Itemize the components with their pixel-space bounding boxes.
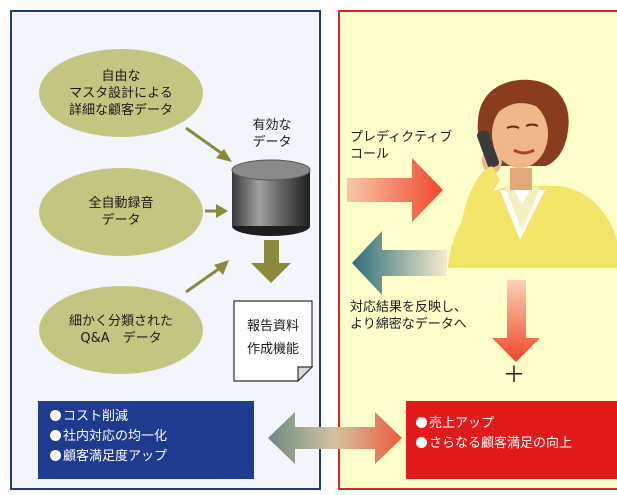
benefit-item: コスト削減 — [50, 407, 254, 427]
arrow-database-to-report — [251, 240, 291, 283]
arrow-mid-to-database — [205, 204, 228, 218]
arrow-predictive-call — [347, 158, 443, 222]
report-label-line: 報告資料 — [246, 319, 299, 334]
arrow-feedback — [352, 231, 447, 295]
arrow-bottom-to-database — [185, 260, 229, 294]
benefit-text: 売上アップ — [429, 416, 495, 431]
feedback-label-line: 対応結果を反映し、 — [350, 300, 468, 315]
bullet-icon — [50, 430, 61, 441]
benefit-text: さらなる顧客満足の向上 — [429, 436, 573, 451]
benefit-text: 顧客満足度アップ — [63, 449, 168, 464]
benefit-text: 社内対応の均一化 — [63, 429, 168, 444]
oval-detailed-customer-data: 自由な マスタ設計による 詳細な顧客データ — [39, 49, 203, 137]
feedback-label-line: より綿密なデータへ — [350, 317, 467, 332]
arrow-top-to-database — [185, 126, 232, 162]
oval-text-line: 詳細な顧客データ — [68, 102, 173, 118]
report-label-line: 作成機能 — [246, 342, 299, 357]
database-cylinder-icon — [231, 159, 311, 236]
report-label: 報告資料 作成機能 — [234, 318, 312, 358]
benefits-box-right: 売上アップ さらなる顧客満足の向上 — [406, 401, 617, 479]
oval-text-line: マスタ設計による — [69, 85, 173, 101]
arrow-right-down — [492, 280, 540, 362]
oval-text-line: データ — [101, 213, 141, 228]
benefits-box-left: コスト削減 社内対応の均一化 顧客満足度アップ — [38, 401, 254, 479]
predictive-call-label-line: プレディクティブ — [350, 130, 453, 145]
arrow-bidirectional — [268, 412, 402, 464]
predictive-call-label: プレディクティブ コール — [350, 129, 452, 163]
operator-with-headset-icon — [448, 79, 617, 268]
database-label-line: データ — [252, 135, 292, 150]
oval-qa-data: 細かく分類された Q&A データ — [39, 286, 203, 374]
report-document-icon — [233, 300, 314, 383]
predictive-call-label-line: コール — [350, 147, 390, 162]
bullet-icon — [416, 437, 427, 448]
bullet-icon — [416, 417, 427, 428]
database-label-line: 有効な — [252, 118, 292, 133]
oval-auto-recording-data: 全自動録音 データ — [39, 168, 203, 256]
benefit-item: さらなる顧客満足の向上 — [416, 434, 617, 454]
benefit-item: 顧客満足度アップ — [50, 447, 254, 467]
benefit-item: 売上アップ — [416, 414, 617, 434]
plus-sign: ＋ — [503, 363, 526, 388]
bullet-icon — [50, 450, 61, 461]
benefit-item: 社内対応の均一化 — [50, 427, 254, 447]
feedback-label: 対応結果を反映し、 より綿密なデータへ — [350, 299, 467, 333]
oval-text-line: 細かく分類された — [68, 314, 173, 329]
oval-text-line: 自由な — [101, 68, 141, 84]
database-label: 有効な データ — [232, 117, 312, 151]
benefit-text: コスト削減 — [63, 409, 129, 424]
oval-text-line: 全自動録音 — [88, 196, 154, 211]
bullet-icon — [50, 410, 61, 421]
oval-text-line: Q&A データ — [80, 331, 162, 346]
